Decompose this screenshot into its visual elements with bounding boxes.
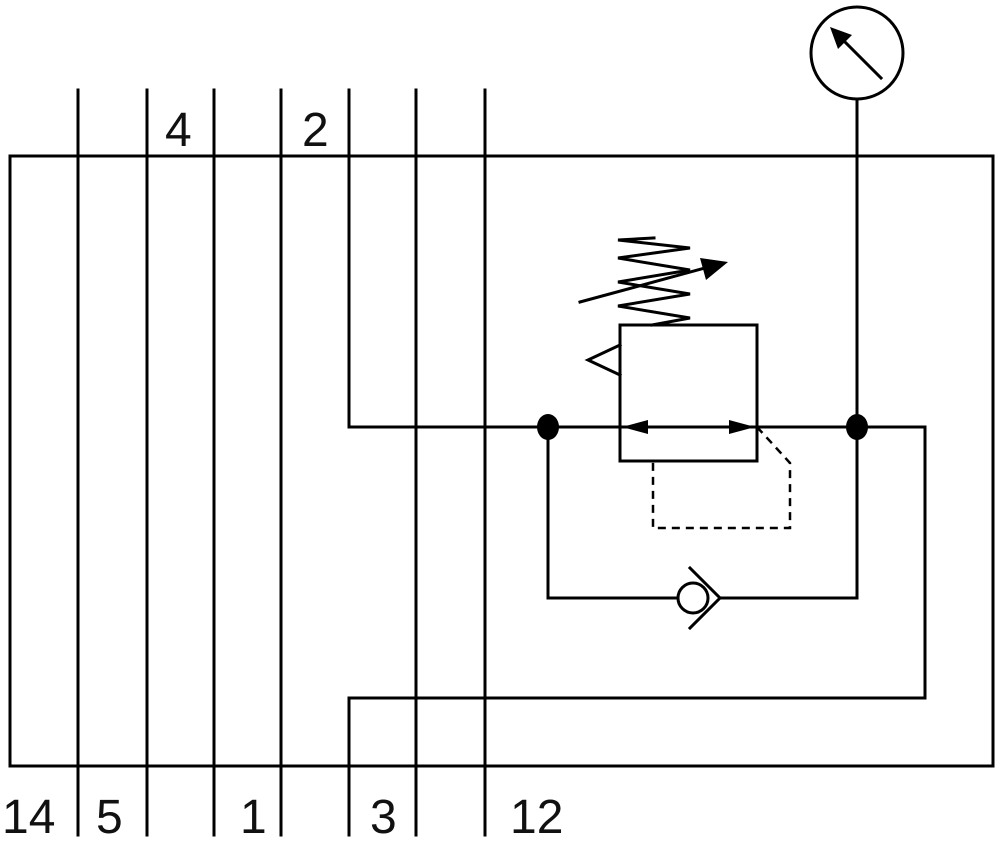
port-label-14: 14 [2,791,55,841]
junction-dot-right [846,414,868,440]
port-label-4: 4 [165,104,192,157]
regulator-arrow-right [729,420,755,434]
gauge-dial [809,5,905,101]
spring-adjust-arrow-head [700,258,728,280]
port-label-1: 1 [240,791,267,841]
check-valve-seat [687,565,723,631]
regulator-body [618,323,759,463]
adjustable-spring-icon [578,236,728,327]
junction-dot-left [537,414,559,440]
pressure-regulator-valve-icon [584,323,792,530]
check-valve-ball [676,581,710,615]
port-label-3: 3 [370,791,397,841]
spring-zigzag [617,236,691,327]
gauge-needle [837,34,884,81]
regulator-arrow-left [622,420,648,434]
regulator-pilot-triangle [584,343,622,377]
port-label-12: 12 [510,791,563,841]
vertical-passages [76,88,487,837]
port-label-5: 5 [96,791,123,841]
port-2-flow-line [347,154,927,837]
check-valve-icon [676,565,723,631]
port-label-2: 2 [302,104,329,157]
manifold-housing [8,154,995,768]
regulator-pilot-line [651,426,792,530]
pressure-gauge-icon [809,5,905,101]
bypass-loop-line [546,425,680,600]
spring-adjust-arrow-shaft [578,266,707,304]
gauge-needle-head [830,27,852,49]
